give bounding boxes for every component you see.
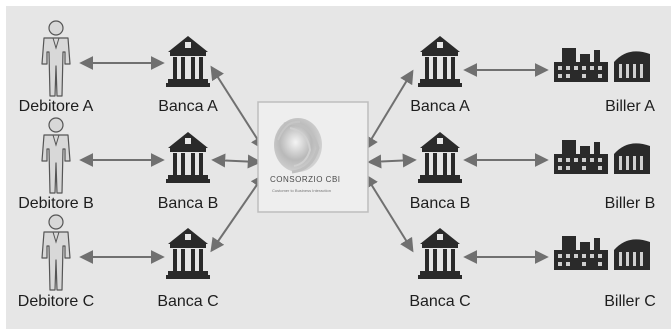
arrow-cbi-bank-c-right [364,173,414,253]
bank-right-c-label: Banca C [409,293,471,310]
debtor-b-label: Debitore B [18,195,94,212]
bank-icon-right-b [418,132,462,183]
biller-a-label: Biller A [605,98,655,115]
bank-icon-left-c [166,228,210,279]
person-icon-b [41,117,71,194]
arrow-bank-c-cbi [210,173,265,253]
bank-icon-left-a [166,36,210,87]
arrow-bank-a-cbi [210,65,265,151]
connector-arrows [79,56,549,264]
building-icon-b [554,140,650,174]
debtor-c-label: Debitore C [17,293,95,310]
biller-b-label: Biller B [604,195,656,212]
arrow-cbi-bank-a-right [364,69,414,151]
consorzio-cbi-box: CONSORZIO CBI Customer to Business Inter… [257,101,369,213]
bank-icon-left-b [166,132,210,183]
building-icon-c [554,236,650,270]
cbi-logo-subtext: Customer to Business Interaction [272,188,331,193]
bank-right-a-label: Banca A [410,98,470,115]
person-icon-a [41,20,71,97]
arrow-bank-b-cbi [211,153,262,169]
consorzio-cbi-logo [274,118,322,174]
bank-icon-right-c [418,228,462,279]
bank-left-a-label: Banca A [158,98,218,115]
bank-icon-right-a [418,36,462,87]
person-icon-c [41,214,71,291]
bank-right-b-label: Banca B [409,195,471,212]
debtor-a-label: Debitore A [18,98,94,115]
bank-left-b-label: Banca B [157,195,219,212]
building-icon-a [554,48,650,82]
arrow-cbi-bank-b-right [367,153,417,169]
biller-c-label: Biller C [604,293,656,310]
cbi-logo-text: CONSORZIO CBI [270,175,341,184]
bank-left-c-label: Banca C [157,293,219,310]
